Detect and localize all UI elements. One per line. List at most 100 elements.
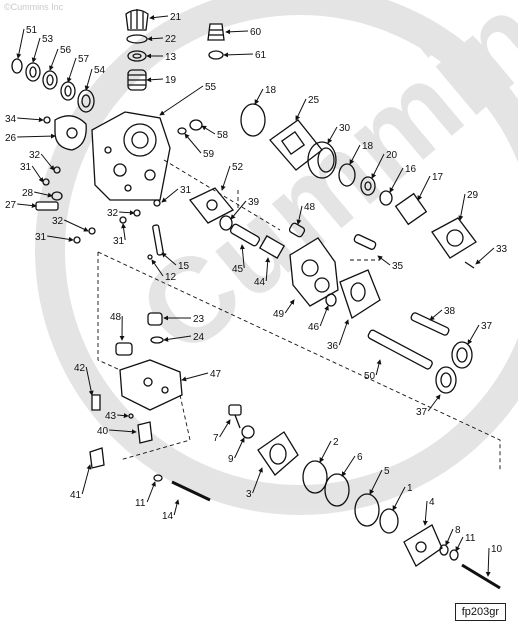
leader-59 bbox=[185, 134, 201, 153]
callout-61: 61 bbox=[255, 50, 267, 61]
callout-31: 31 bbox=[20, 162, 32, 173]
callout-19: 19 bbox=[165, 75, 177, 86]
leader-54 bbox=[86, 69, 92, 90]
leader-57 bbox=[68, 58, 76, 82]
part-ring-53 bbox=[26, 63, 40, 81]
part-fitting-42 bbox=[92, 395, 100, 410]
part-gasket-36 bbox=[340, 270, 380, 318]
leader-2 bbox=[320, 441, 331, 462]
part-ring-51 bbox=[12, 59, 22, 73]
callout-28: 28 bbox=[22, 188, 34, 199]
callout-7: 7 bbox=[213, 433, 219, 444]
part-ring-56 bbox=[43, 71, 57, 89]
callout-9: 9 bbox=[228, 454, 234, 465]
leader-51 bbox=[18, 29, 24, 58]
callout-22: 22 bbox=[165, 34, 177, 45]
part-fitting-27 bbox=[36, 202, 58, 210]
part-bolt-10 bbox=[462, 565, 500, 588]
leader-11 bbox=[147, 482, 155, 502]
part-flange-3 bbox=[258, 432, 298, 475]
callout-20: 20 bbox=[386, 150, 398, 161]
callout-40: 40 bbox=[97, 426, 109, 437]
callout-37: 37 bbox=[416, 407, 428, 418]
part-screw-34 bbox=[44, 117, 50, 123]
part-screw-31c bbox=[120, 217, 126, 223]
leader-60 bbox=[226, 31, 248, 32]
part-actuator-29 bbox=[432, 218, 476, 258]
part-plug-23 bbox=[148, 313, 162, 325]
leader-53 bbox=[33, 38, 40, 62]
callout-32: 32 bbox=[107, 208, 119, 219]
leader-32 bbox=[119, 212, 134, 213]
leader-31 bbox=[162, 189, 178, 202]
leader-18 bbox=[255, 89, 263, 104]
callout-14: 14 bbox=[162, 511, 174, 522]
part-valve-block-47 bbox=[120, 360, 182, 410]
part-oring-59 bbox=[178, 128, 186, 134]
callout-46: 46 bbox=[308, 322, 320, 333]
copyright-watermark: ©Cummins Inc bbox=[4, 2, 63, 12]
leader-8 bbox=[446, 529, 453, 545]
callout-32: 32 bbox=[52, 216, 64, 227]
callout-51: 51 bbox=[26, 25, 38, 36]
leader-6 bbox=[342, 456, 355, 476]
leader-56 bbox=[50, 49, 58, 70]
part-fitting-41 bbox=[90, 448, 104, 468]
callout-45: 45 bbox=[232, 264, 244, 275]
leader-37 bbox=[468, 325, 479, 344]
callout-24: 24 bbox=[193, 332, 205, 343]
part-fitting-40 bbox=[138, 422, 152, 443]
callout-56: 56 bbox=[60, 45, 72, 56]
leader-29 bbox=[460, 194, 465, 220]
part-washer-9 bbox=[242, 426, 254, 438]
part-oring-61 bbox=[209, 51, 223, 59]
part-gear-37a bbox=[452, 342, 472, 368]
part-bushing-48b bbox=[116, 343, 132, 355]
callout-35: 35 bbox=[392, 261, 404, 272]
callout-31: 31 bbox=[180, 185, 192, 196]
part-bracket-4 bbox=[404, 525, 442, 566]
callout-37: 37 bbox=[481, 321, 493, 332]
figure-reference: fp203gr bbox=[455, 603, 506, 621]
callout-48: 48 bbox=[110, 312, 122, 323]
leader-33 bbox=[476, 248, 494, 264]
callout-8: 8 bbox=[455, 525, 461, 536]
part-nut-11b bbox=[450, 550, 458, 560]
callout-4: 4 bbox=[429, 497, 435, 508]
callout-17: 17 bbox=[432, 172, 444, 183]
callout-31: 31 bbox=[113, 236, 125, 247]
part-screw-32c bbox=[134, 210, 140, 216]
leader-37 bbox=[428, 395, 440, 411]
callout-29: 29 bbox=[467, 190, 479, 201]
leader-61 bbox=[224, 54, 253, 55]
callout-21: 21 bbox=[170, 12, 182, 23]
part-screw-31d bbox=[154, 200, 160, 206]
part-nut-46 bbox=[326, 294, 336, 306]
part-ring-1 bbox=[380, 509, 398, 533]
callout-43: 43 bbox=[105, 411, 117, 422]
callout-25: 25 bbox=[308, 95, 320, 106]
callout-44: 44 bbox=[254, 277, 266, 288]
callout-3: 3 bbox=[246, 489, 252, 500]
callout-57: 57 bbox=[78, 54, 90, 65]
leader-21 bbox=[150, 16, 168, 18]
part-screw-32b bbox=[89, 228, 95, 234]
callout-12: 12 bbox=[165, 272, 177, 283]
callout-33: 33 bbox=[496, 244, 508, 255]
leader-7 bbox=[220, 420, 230, 437]
leader-9 bbox=[235, 438, 244, 458]
callout-26: 26 bbox=[5, 133, 17, 144]
part-cap bbox=[126, 9, 148, 30]
callout-50: 50 bbox=[364, 371, 376, 382]
callout-34: 34 bbox=[5, 114, 17, 125]
leader-27 bbox=[17, 204, 36, 206]
callout-60: 60 bbox=[250, 27, 262, 38]
leader-36 bbox=[339, 320, 348, 345]
callout-30: 30 bbox=[339, 123, 351, 134]
callout-47: 47 bbox=[210, 369, 222, 380]
callout-36: 36 bbox=[327, 341, 339, 352]
leader-10 bbox=[488, 548, 489, 576]
callout-11: 11 bbox=[465, 533, 476, 544]
callout-23: 23 bbox=[193, 314, 205, 325]
